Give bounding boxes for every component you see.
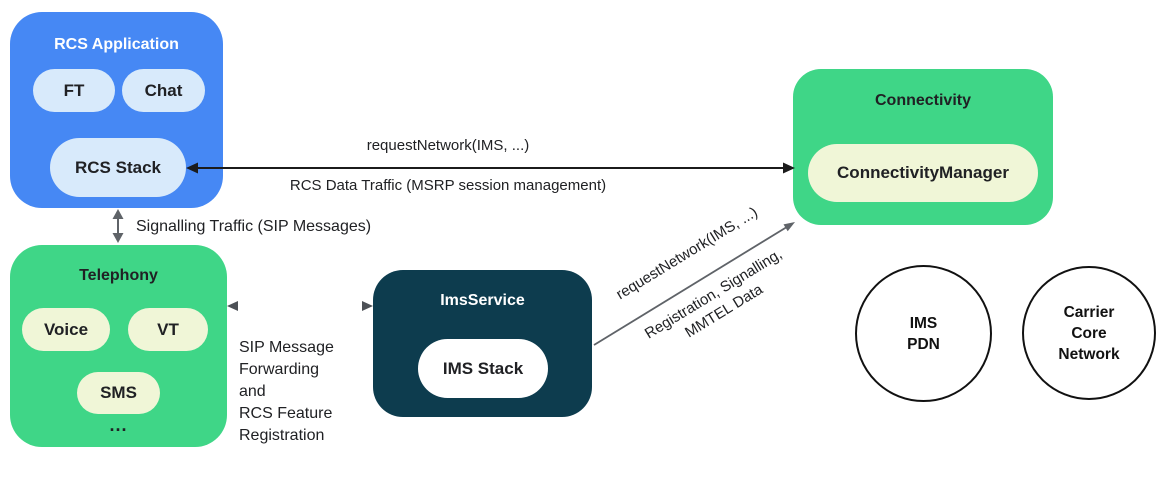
carrier-line3: Network — [1058, 345, 1120, 363]
rcs-application-box: RCS Application FT Chat RCS Stack — [10, 12, 223, 208]
voice-pill: Voice — [22, 308, 110, 351]
signalling-traffic-label: Signalling Traffic (SIP Messages) — [136, 218, 372, 235]
carrier-core-network-circle: Carrier Core Network — [1022, 266, 1156, 400]
telephony-box: Telephony Voice VT SMS ... — [10, 245, 227, 447]
sip-forwarding-line1: SIP Message — [239, 339, 334, 356]
connectivity-box: Connectivity ConnectivityManager — [793, 69, 1053, 225]
rcs-data-traffic-label: RCS Data Traffic (MSRP session managemen… — [289, 177, 607, 194]
rcs-stack-pill: RCS Stack — [50, 138, 186, 197]
connectivity-title: Connectivity — [874, 92, 971, 109]
telephony-ellipsis: ... — [109, 415, 128, 435]
sip-forwarding-label: SIP Message Forwarding and RCS Feature R… — [239, 337, 334, 447]
ims-pdn-circle: IMS PDN — [855, 265, 992, 402]
ims-service-box: ImsService IMS Stack — [373, 270, 592, 417]
request-network-label: requestNetwork(IMS, ...) — [366, 137, 530, 154]
carrier-line2: Core — [1071, 324, 1107, 342]
ims-service-title: ImsService — [440, 292, 525, 309]
vt-pill: VT — [128, 308, 208, 351]
registration-signalling-label: Registration, Signalling, MMTEL Data — [615, 228, 823, 377]
ims-pdn-line2: PDN — [907, 335, 940, 353]
rcs-application-title: RCS Application — [54, 36, 179, 53]
sip-forwarding-line2: Forwarding — [239, 361, 320, 378]
telephony-title: Telephony — [79, 267, 158, 284]
ft-pill: FT — [33, 69, 115, 112]
sip-forwarding-line4: RCS Feature — [239, 405, 333, 422]
connectivity-manager-pill: ConnectivityManager — [808, 144, 1038, 202]
ims-stack-pill: IMS Stack — [418, 339, 548, 398]
chat-pill: Chat — [122, 69, 205, 112]
arrow-request-network-horizontal — [186, 162, 795, 174]
carrier-line1: Carrier — [1063, 303, 1115, 321]
sms-pill: SMS — [77, 372, 160, 414]
arrowheads-sip-forwarding — [227, 301, 373, 311]
sip-forwarding-line3: and — [239, 383, 266, 400]
registration-line1: Registration, Signalling, — [641, 245, 786, 343]
ims-pdn-line1: IMS — [909, 314, 938, 332]
arrow-signalling-vertical — [112, 209, 124, 243]
sip-forwarding-line5: Registration — [239, 427, 325, 444]
